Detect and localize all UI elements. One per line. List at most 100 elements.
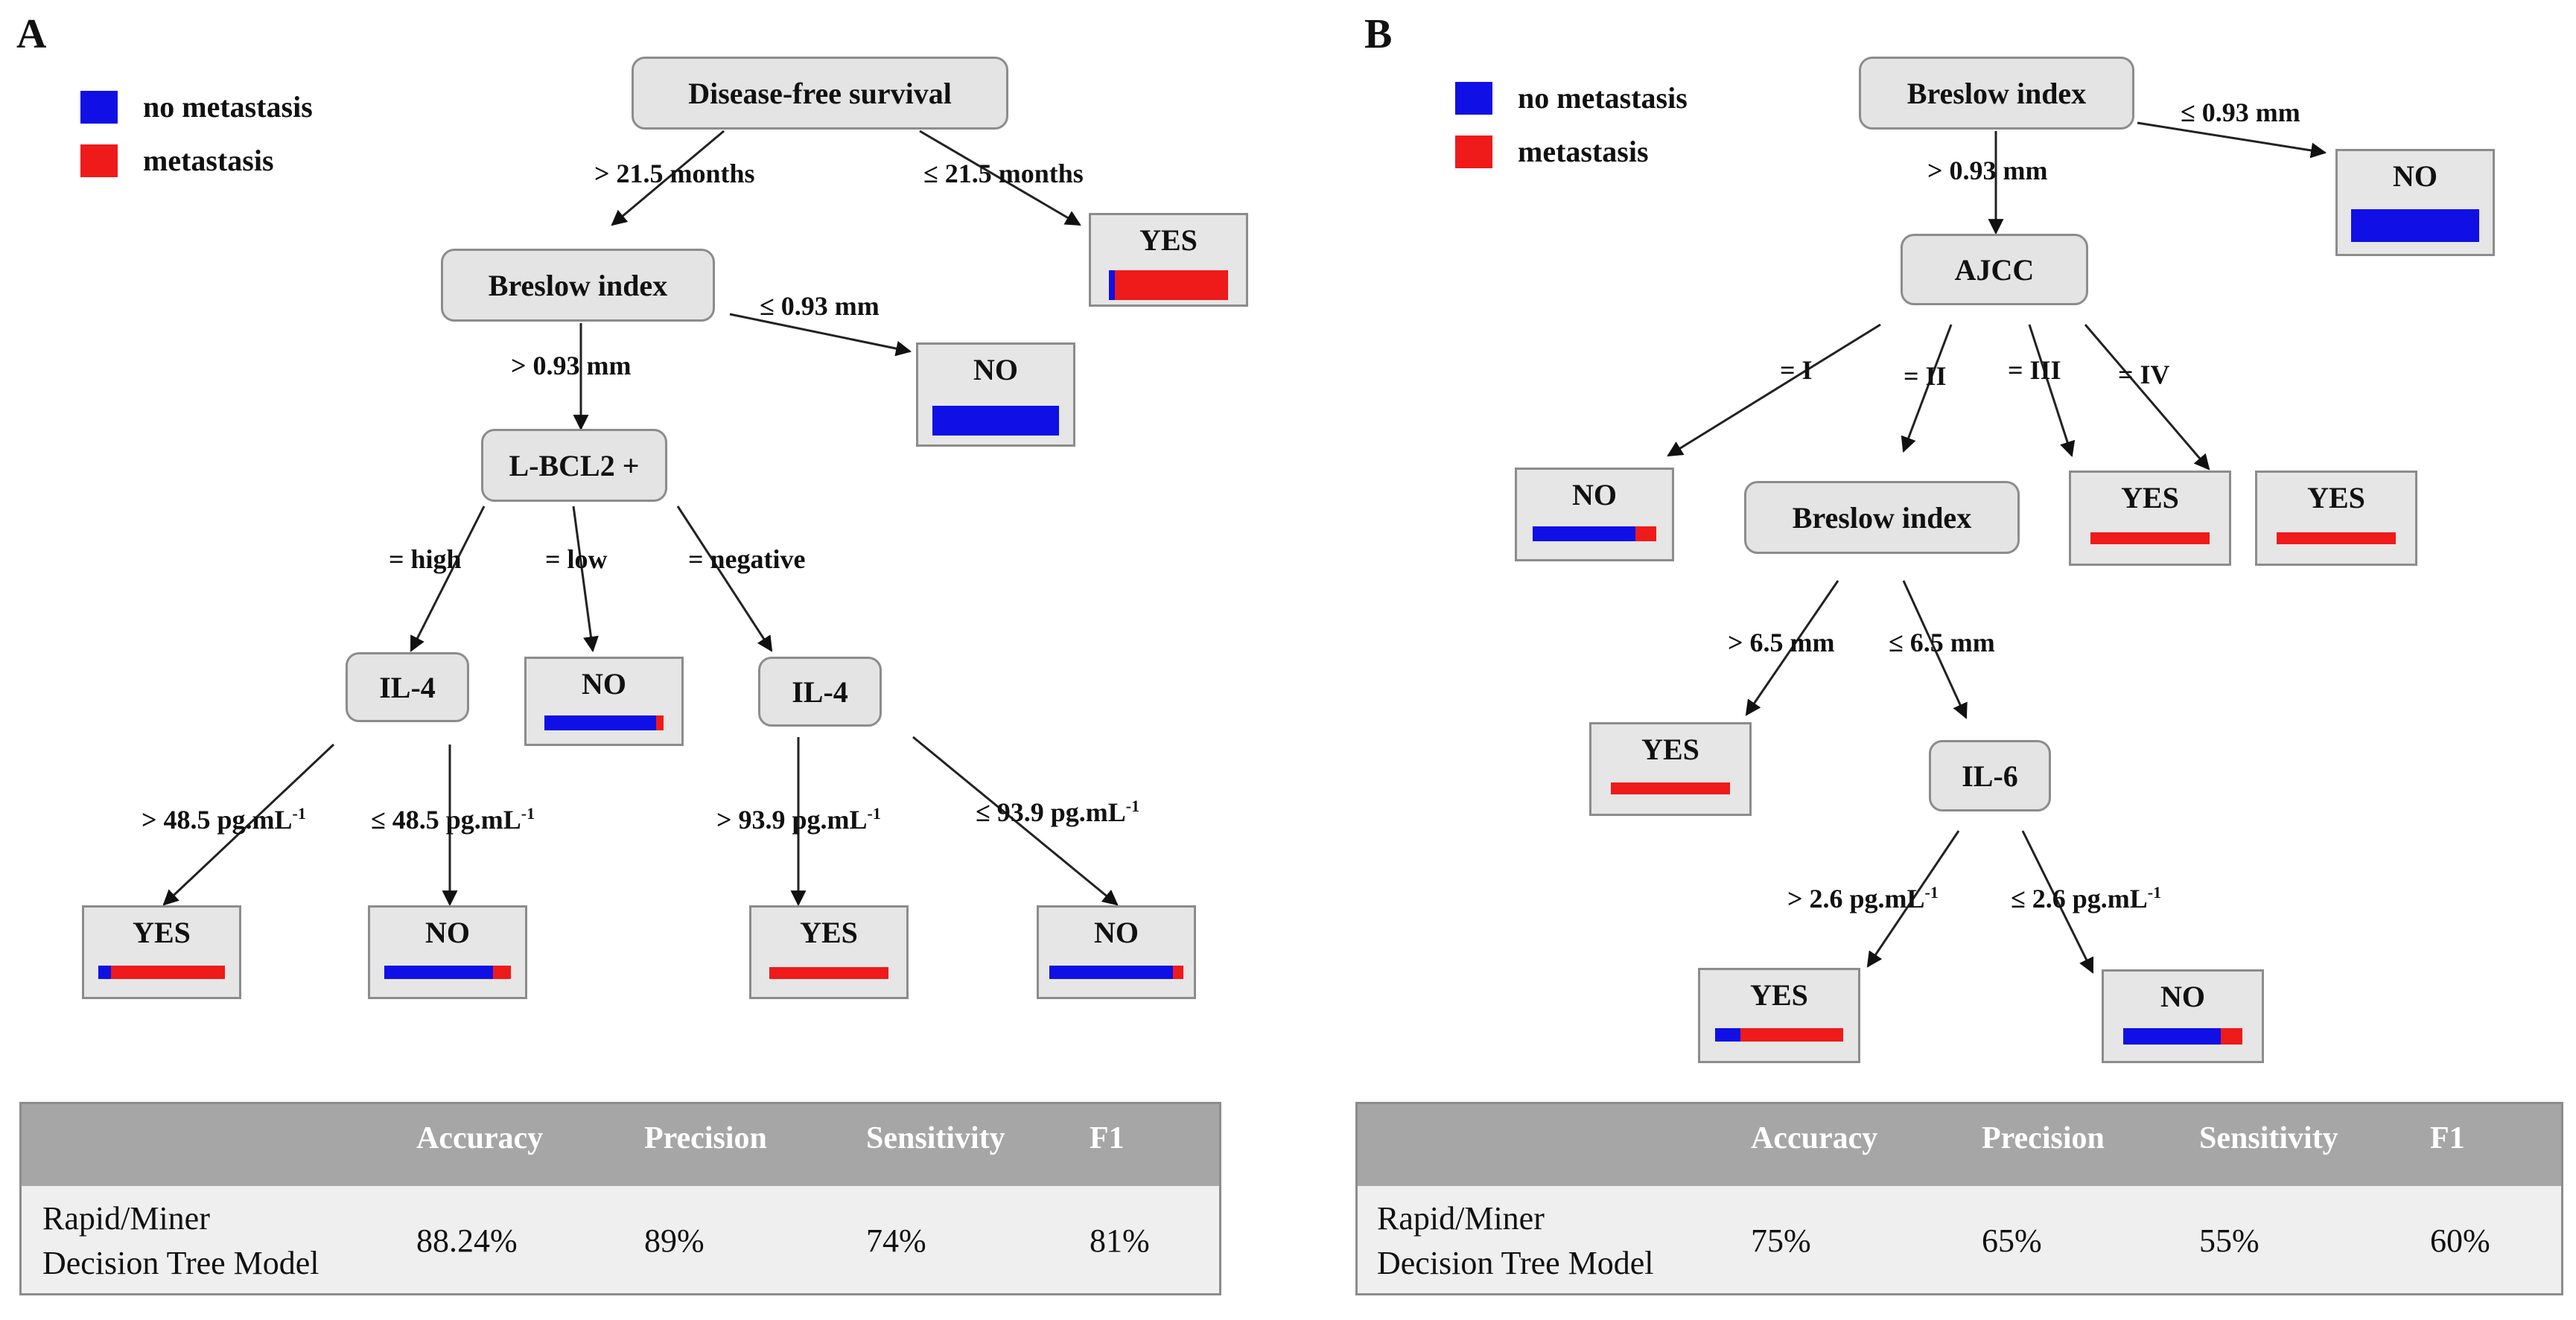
edge-label-text: > 93.9 pg.mL (716, 805, 868, 835)
leaf-label: NO (973, 353, 1018, 386)
header-precision: Precision (1982, 1121, 2105, 1155)
edge-label-text: > 48.5 pg.mL (141, 805, 293, 835)
bar-metastasis (111, 966, 225, 979)
value-precision: 89% (644, 1222, 705, 1259)
bar-no-metastasis (932, 406, 1059, 436)
node-il6: IL-6 (1929, 740, 2051, 812)
leaf-label: NO (2393, 159, 2437, 193)
class-distribution-bar (2123, 1028, 2242, 1045)
class-distribution-bar (544, 715, 664, 730)
edge-label-text: ≤ 2.6 pg.mL (2011, 884, 2148, 914)
header-accuracy: Accuracy (1751, 1121, 1878, 1155)
edge-label: = IV (2118, 360, 2170, 389)
bar-metastasis (1740, 1028, 1843, 1042)
bar-metastasis (656, 715, 664, 730)
leaf-yes: YES (2069, 471, 2231, 566)
class-distribution-bar (1715, 1028, 1843, 1042)
leaf-label: YES (1139, 223, 1198, 257)
header-f1: F1 (1090, 1121, 1125, 1155)
leaf-label: NO (2160, 980, 2205, 1013)
edge-label: > 6.5 mm (1728, 628, 1835, 657)
bar-no-metastasis (1715, 1028, 1741, 1042)
exponent: -1 (1924, 883, 1939, 902)
header-sensitivity: Sensitivity (2199, 1121, 2338, 1155)
bar-no-metastasis (1533, 526, 1635, 541)
blue-swatch-icon (80, 90, 118, 124)
edge-label-text: ≤ 93.9 pg.mL (976, 797, 1126, 827)
bar-metastasis (493, 966, 511, 979)
leaf-yes: YES (1089, 213, 1248, 307)
leaf-label: YES (2307, 481, 2365, 514)
leaf-label: YES (800, 916, 858, 949)
row-label-line2: Decision Tree Model (1377, 1245, 1654, 1281)
leaf-label: NO (582, 667, 626, 701)
edge-label: > 0.93 mm (1927, 156, 2048, 185)
legend-metastasis: metastasis (1455, 134, 1649, 169)
value-f1: 81% (1090, 1222, 1150, 1259)
node-breslow-index: Breslow index (441, 249, 715, 322)
class-distribution-bar (2351, 209, 2479, 242)
table-header-row: Accuracy Precision Sensitivity F1 (1358, 1104, 2561, 1186)
edge-label: = low (545, 544, 608, 574)
leaf-yes: YES (2255, 471, 2417, 566)
bar-metastasis (1635, 526, 1656, 541)
edge-label: = high (389, 544, 462, 574)
node-il4-left: IL-4 (346, 652, 469, 722)
leaf-label: YES (1641, 733, 1699, 766)
legend-no-metastasis: no metastasis (1455, 80, 1688, 115)
edge-label: > 2.6 pg.mL-1 (1787, 883, 1939, 914)
class-distribution-bar (2090, 532, 2210, 544)
class-distribution-bar (932, 406, 1059, 436)
edge-label: = I (1780, 355, 1813, 385)
header-sensitivity: Sensitivity (866, 1121, 1005, 1155)
header-accuracy: Accuracy (416, 1121, 544, 1155)
edge-label: = III (2008, 355, 2061, 385)
legend-label: no metastasis (1518, 81, 1688, 115)
edge-label: ≤ 48.5 pg.mL-1 (371, 804, 535, 835)
leaf-label: NO (425, 916, 470, 949)
edge-label: ≤ 0.93 mm (2181, 98, 2300, 127)
leaf-no: NO (2335, 149, 2495, 256)
node-breslow-index: Breslow index (1859, 57, 2134, 130)
edge-label-text: > 2.6 pg.mL (1787, 884, 1925, 914)
bar-metastasis (1172, 966, 1183, 979)
leaf-label: NO (1572, 478, 1617, 511)
edge-label: ≤ 6.5 mm (1889, 628, 1995, 657)
exponent: -1 (2147, 883, 2162, 902)
leaf-label: YES (133, 916, 191, 949)
class-distribution-bar (98, 966, 225, 979)
value-accuracy: 88.24% (416, 1222, 518, 1259)
class-distribution-bar (1049, 966, 1183, 979)
metrics-table: Accuracy Precision Sensitivity F1 Rapid/… (1355, 1102, 2563, 1295)
leaf-no: NO (1037, 905, 1196, 999)
leaf-no: NO (2102, 969, 2264, 1063)
exponent: -1 (292, 804, 306, 823)
value-sensitivity: 55% (2199, 1222, 2259, 1259)
edge-label: = negative (688, 544, 806, 574)
legend-label: metastasis (1518, 135, 1649, 168)
blue-swatch-icon (1455, 81, 1492, 115)
exponent: -1 (521, 804, 535, 823)
row-label-line2: Decision Tree Model (42, 1245, 319, 1281)
class-distribution-bar (1109, 270, 1228, 300)
value-f1: 60% (2430, 1222, 2490, 1259)
node-il4-right: IL-4 (758, 657, 882, 727)
bar-metastasis (1611, 782, 1730, 794)
bar-metastasis (2221, 1028, 2242, 1045)
leaf-no: NO (368, 905, 527, 999)
legend-label: metastasis (143, 144, 274, 177)
bar-metastasis (769, 967, 888, 979)
row-label-line1: Rapid/Miner (1377, 1200, 1545, 1237)
leaf-no: NO (524, 657, 684, 746)
legend-no-metastasis: no metastasis (80, 89, 313, 124)
panel-b-letter: B (1364, 11, 1393, 57)
node-l-bcl2: L-BCL2 + (481, 429, 667, 502)
class-distribution-bar (769, 967, 888, 979)
metrics-table: Accuracy Precision Sensitivity F1 Rapid/… (19, 1102, 1221, 1295)
leaf-label: NO (1094, 916, 1139, 949)
edge-label: ≤ 2.6 pg.mL-1 (2011, 883, 2161, 914)
exponent: -1 (867, 804, 881, 823)
row-label-line1: Rapid/Miner (42, 1200, 210, 1237)
class-distribution-bar (1611, 782, 1730, 794)
